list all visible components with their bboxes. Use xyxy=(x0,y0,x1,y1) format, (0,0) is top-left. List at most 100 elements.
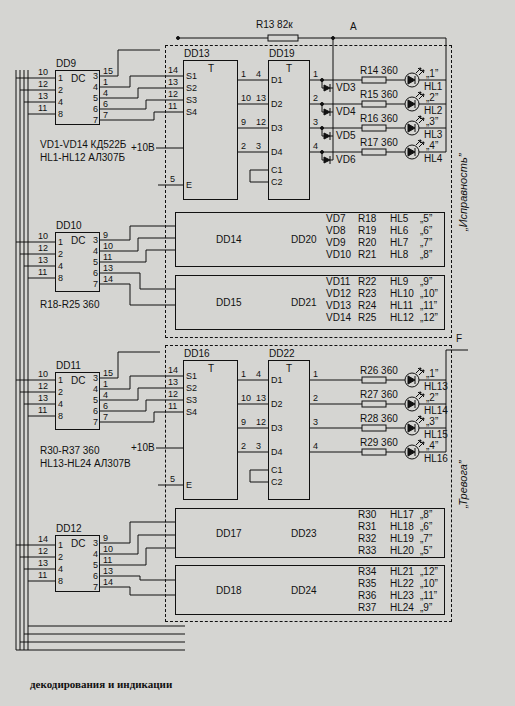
part-label: HL7 xyxy=(390,238,408,248)
pin-name: C1 xyxy=(271,165,283,175)
pin-number: 9 xyxy=(103,533,108,543)
part-label: VD12 xyxy=(326,289,351,299)
node-label: A xyxy=(350,22,357,32)
pin-number: 4 xyxy=(93,82,98,92)
pin-number: 12 xyxy=(256,117,266,127)
pin-number: 4 xyxy=(93,549,98,559)
part-label: VD4 xyxy=(336,107,355,117)
indicator-number: „7” xyxy=(420,534,432,544)
pin-number: 6 xyxy=(103,401,108,411)
pin-number: 7 xyxy=(93,115,98,125)
pin-number: 13 xyxy=(38,558,48,568)
part-label: HL21 xyxy=(390,567,414,577)
pin-number: 11 xyxy=(38,267,47,277)
pin-number: 13 xyxy=(103,566,113,576)
part-label: HL5 xyxy=(390,214,408,224)
figure-caption: декодирования и индикации xyxy=(30,678,172,690)
pin-number: 6 xyxy=(93,406,98,416)
part-label: R22 xyxy=(358,277,376,287)
pin-number: 11 xyxy=(38,570,47,580)
part-label: HL23 xyxy=(390,591,414,601)
pin-number: 2 xyxy=(241,141,246,151)
signal-wire xyxy=(238,380,268,381)
pin-number: 7 xyxy=(103,110,108,120)
chip-designator: DD11 xyxy=(56,360,81,371)
pin-number: 13 xyxy=(168,77,178,87)
register-chip: DD13T xyxy=(183,60,238,200)
part-note: HL13-HL24 АЛ307В xyxy=(40,459,131,469)
pin-number: 4 xyxy=(93,246,98,256)
pin-number: 13 xyxy=(103,263,113,273)
pin-number: 11 xyxy=(103,252,112,262)
signal-wire xyxy=(100,522,175,543)
indicator-number: „6” xyxy=(420,522,432,532)
indicator-number: „7” xyxy=(420,238,432,248)
pin-number: 1 xyxy=(313,369,318,379)
chip-designator: DD18 xyxy=(216,585,242,596)
part-label: VD14 xyxy=(326,313,351,323)
part-label: HL18 xyxy=(390,522,414,532)
pin-number: 12 xyxy=(38,243,48,253)
pin-number: 14 xyxy=(168,65,178,75)
part-label: HL19 xyxy=(390,534,414,544)
pin-number: 13 xyxy=(256,393,266,403)
pin-number: 9 xyxy=(103,230,108,240)
pin-weight: 4 xyxy=(58,564,63,574)
pin-number: 3 xyxy=(256,441,261,451)
part-label: R21 xyxy=(358,250,376,260)
indicator-region: „Исправность”DD13TDD19TDD14DD20DD15DD21 xyxy=(165,45,452,338)
part-label: VD11 xyxy=(326,277,350,287)
pin-number: 6 xyxy=(93,268,98,278)
pin-number: 5 xyxy=(93,395,98,405)
indicator-number: „11” xyxy=(420,301,437,311)
pin-number: 5 xyxy=(170,174,175,184)
pin-number: 11 xyxy=(38,405,47,415)
chip-designator: DD21 xyxy=(291,297,317,308)
part-label: R34 xyxy=(358,567,376,577)
chip-designator: DD13 xyxy=(184,48,210,59)
part-label: HL15 xyxy=(424,430,448,440)
pin-number: 5 xyxy=(170,474,175,484)
pin-name: S4 xyxy=(186,107,197,117)
pin-number: 4 xyxy=(103,390,108,400)
pin-name: C2 xyxy=(271,477,283,487)
pin-number: 9 xyxy=(241,417,246,427)
pin-number: 10 xyxy=(241,393,251,403)
pin-number: 7 xyxy=(93,279,98,289)
chip-designator: DD9 xyxy=(56,58,76,69)
part-label: R25 xyxy=(358,313,376,323)
pin-number: 14 xyxy=(103,577,113,587)
pin-number: 13 xyxy=(168,377,178,387)
pin-number: 3 xyxy=(93,538,98,548)
pin-number: 12 xyxy=(38,381,48,391)
part-label: R18 xyxy=(358,214,376,224)
pin-name: D2 xyxy=(271,399,283,409)
part-label: HL10 xyxy=(390,289,414,299)
part-note: VD1-VD14 КД522Б xyxy=(40,140,126,150)
pin-name: S2 xyxy=(186,83,197,93)
part-label: HL22 xyxy=(390,579,414,589)
pin-number: 12 xyxy=(168,89,178,99)
part-label: R31 xyxy=(358,522,376,532)
indicator-number: „10” xyxy=(420,289,438,299)
pin-weight: 1 xyxy=(58,73,63,83)
indicator-number: „10” xyxy=(420,579,438,589)
part-label: R17 360 xyxy=(360,138,398,148)
chip-designator: DD19 xyxy=(269,48,295,59)
pin-number: 5 xyxy=(93,560,98,570)
part-label: R19 xyxy=(358,226,376,236)
pin-number: 13 xyxy=(38,91,48,101)
part-label: R30 xyxy=(358,510,376,520)
pin-name: C1 xyxy=(271,465,283,475)
indicator-number: „9” xyxy=(420,277,432,287)
part-note: R18-R25 360 xyxy=(40,300,99,310)
pin-number: 11 xyxy=(168,401,177,411)
part-label: VD3 xyxy=(336,83,355,93)
part-label: HL12 xyxy=(390,313,414,323)
pin-number: 10 xyxy=(241,93,251,103)
pin-number: 5 xyxy=(93,257,98,267)
part-label: VD6 xyxy=(336,155,355,165)
pin-number: 13 xyxy=(38,393,48,403)
pin-number: 3 xyxy=(256,141,261,151)
pin-number: 2 xyxy=(313,393,318,403)
